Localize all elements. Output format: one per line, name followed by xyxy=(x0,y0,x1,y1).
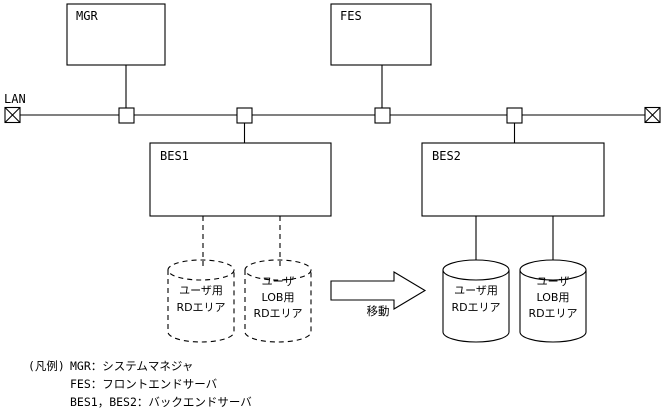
lan-label: LAN xyxy=(4,92,26,106)
lan-terminator-right xyxy=(644,106,661,124)
storage-dst-user-rd[interactable]: ユーザ用 RDエリア xyxy=(442,259,510,343)
storage-src-user-rd-line2: RDエリア xyxy=(176,301,225,314)
storage-dst-user-rd-line1: ユーザ用 xyxy=(454,284,498,297)
storage-src-user-rd-line1: ユーザ用 xyxy=(179,284,223,297)
storage-src-user-lob-rd-line2: LOB用 xyxy=(262,291,295,304)
legend-entry-bes: BES1，BES2：バックエンドサーバ xyxy=(70,395,252,409)
node-fes[interactable]: FES xyxy=(330,3,432,66)
migration-label: 移動 xyxy=(367,304,390,318)
storage-dst-user-lob-rd-line2: LOB用 xyxy=(537,291,570,304)
storage-dst-user-rd-line2: RDエリア xyxy=(451,301,500,314)
legend-entry-fes: FES：フロントエンドサーバ xyxy=(70,377,218,391)
node-bes2-label: BES2 xyxy=(432,149,461,163)
node-bes1-label: BES1 xyxy=(160,149,189,163)
lan-tap-bes1 xyxy=(236,107,253,124)
lan-terminator-left xyxy=(4,106,21,124)
storage-src-user-lob-rd[interactable]: ユーザ LOB用 RDエリア xyxy=(244,259,312,343)
migration-arrow-icon xyxy=(330,271,427,310)
lan-tap-bes2 xyxy=(506,107,523,124)
node-mgr[interactable]: MGR xyxy=(66,3,166,66)
storage-src-user-rd[interactable]: ユーザ用 RDエリア xyxy=(167,259,235,343)
storage-src-user-lob-rd-line1: ユーザ xyxy=(262,275,295,288)
storage-dst-user-lob-rd-line3: RDエリア xyxy=(528,307,577,320)
legend: (凡例) MGR：システムマネジャ FES：フロントエンドサーバ BES1，BE… xyxy=(28,359,252,409)
legend-heading: (凡例) xyxy=(28,359,65,373)
node-mgr-label: MGR xyxy=(76,9,98,23)
legend-entry-mgr: MGR：システムマネジャ xyxy=(70,359,193,373)
node-fes-label: FES xyxy=(340,9,362,23)
storage-dst-user-lob-rd-line1: ユーザ xyxy=(537,275,570,288)
storage-dst-user-lob-rd[interactable]: ユーザ LOB用 RDエリア xyxy=(519,259,587,343)
node-bes1[interactable]: BES1 xyxy=(149,142,332,217)
lan-tap-mgr xyxy=(118,107,135,124)
lan-tap-fes xyxy=(374,107,391,124)
storage-src-user-lob-rd-line3: RDエリア xyxy=(253,307,302,320)
node-bes2[interactable]: BES2 xyxy=(421,142,605,217)
